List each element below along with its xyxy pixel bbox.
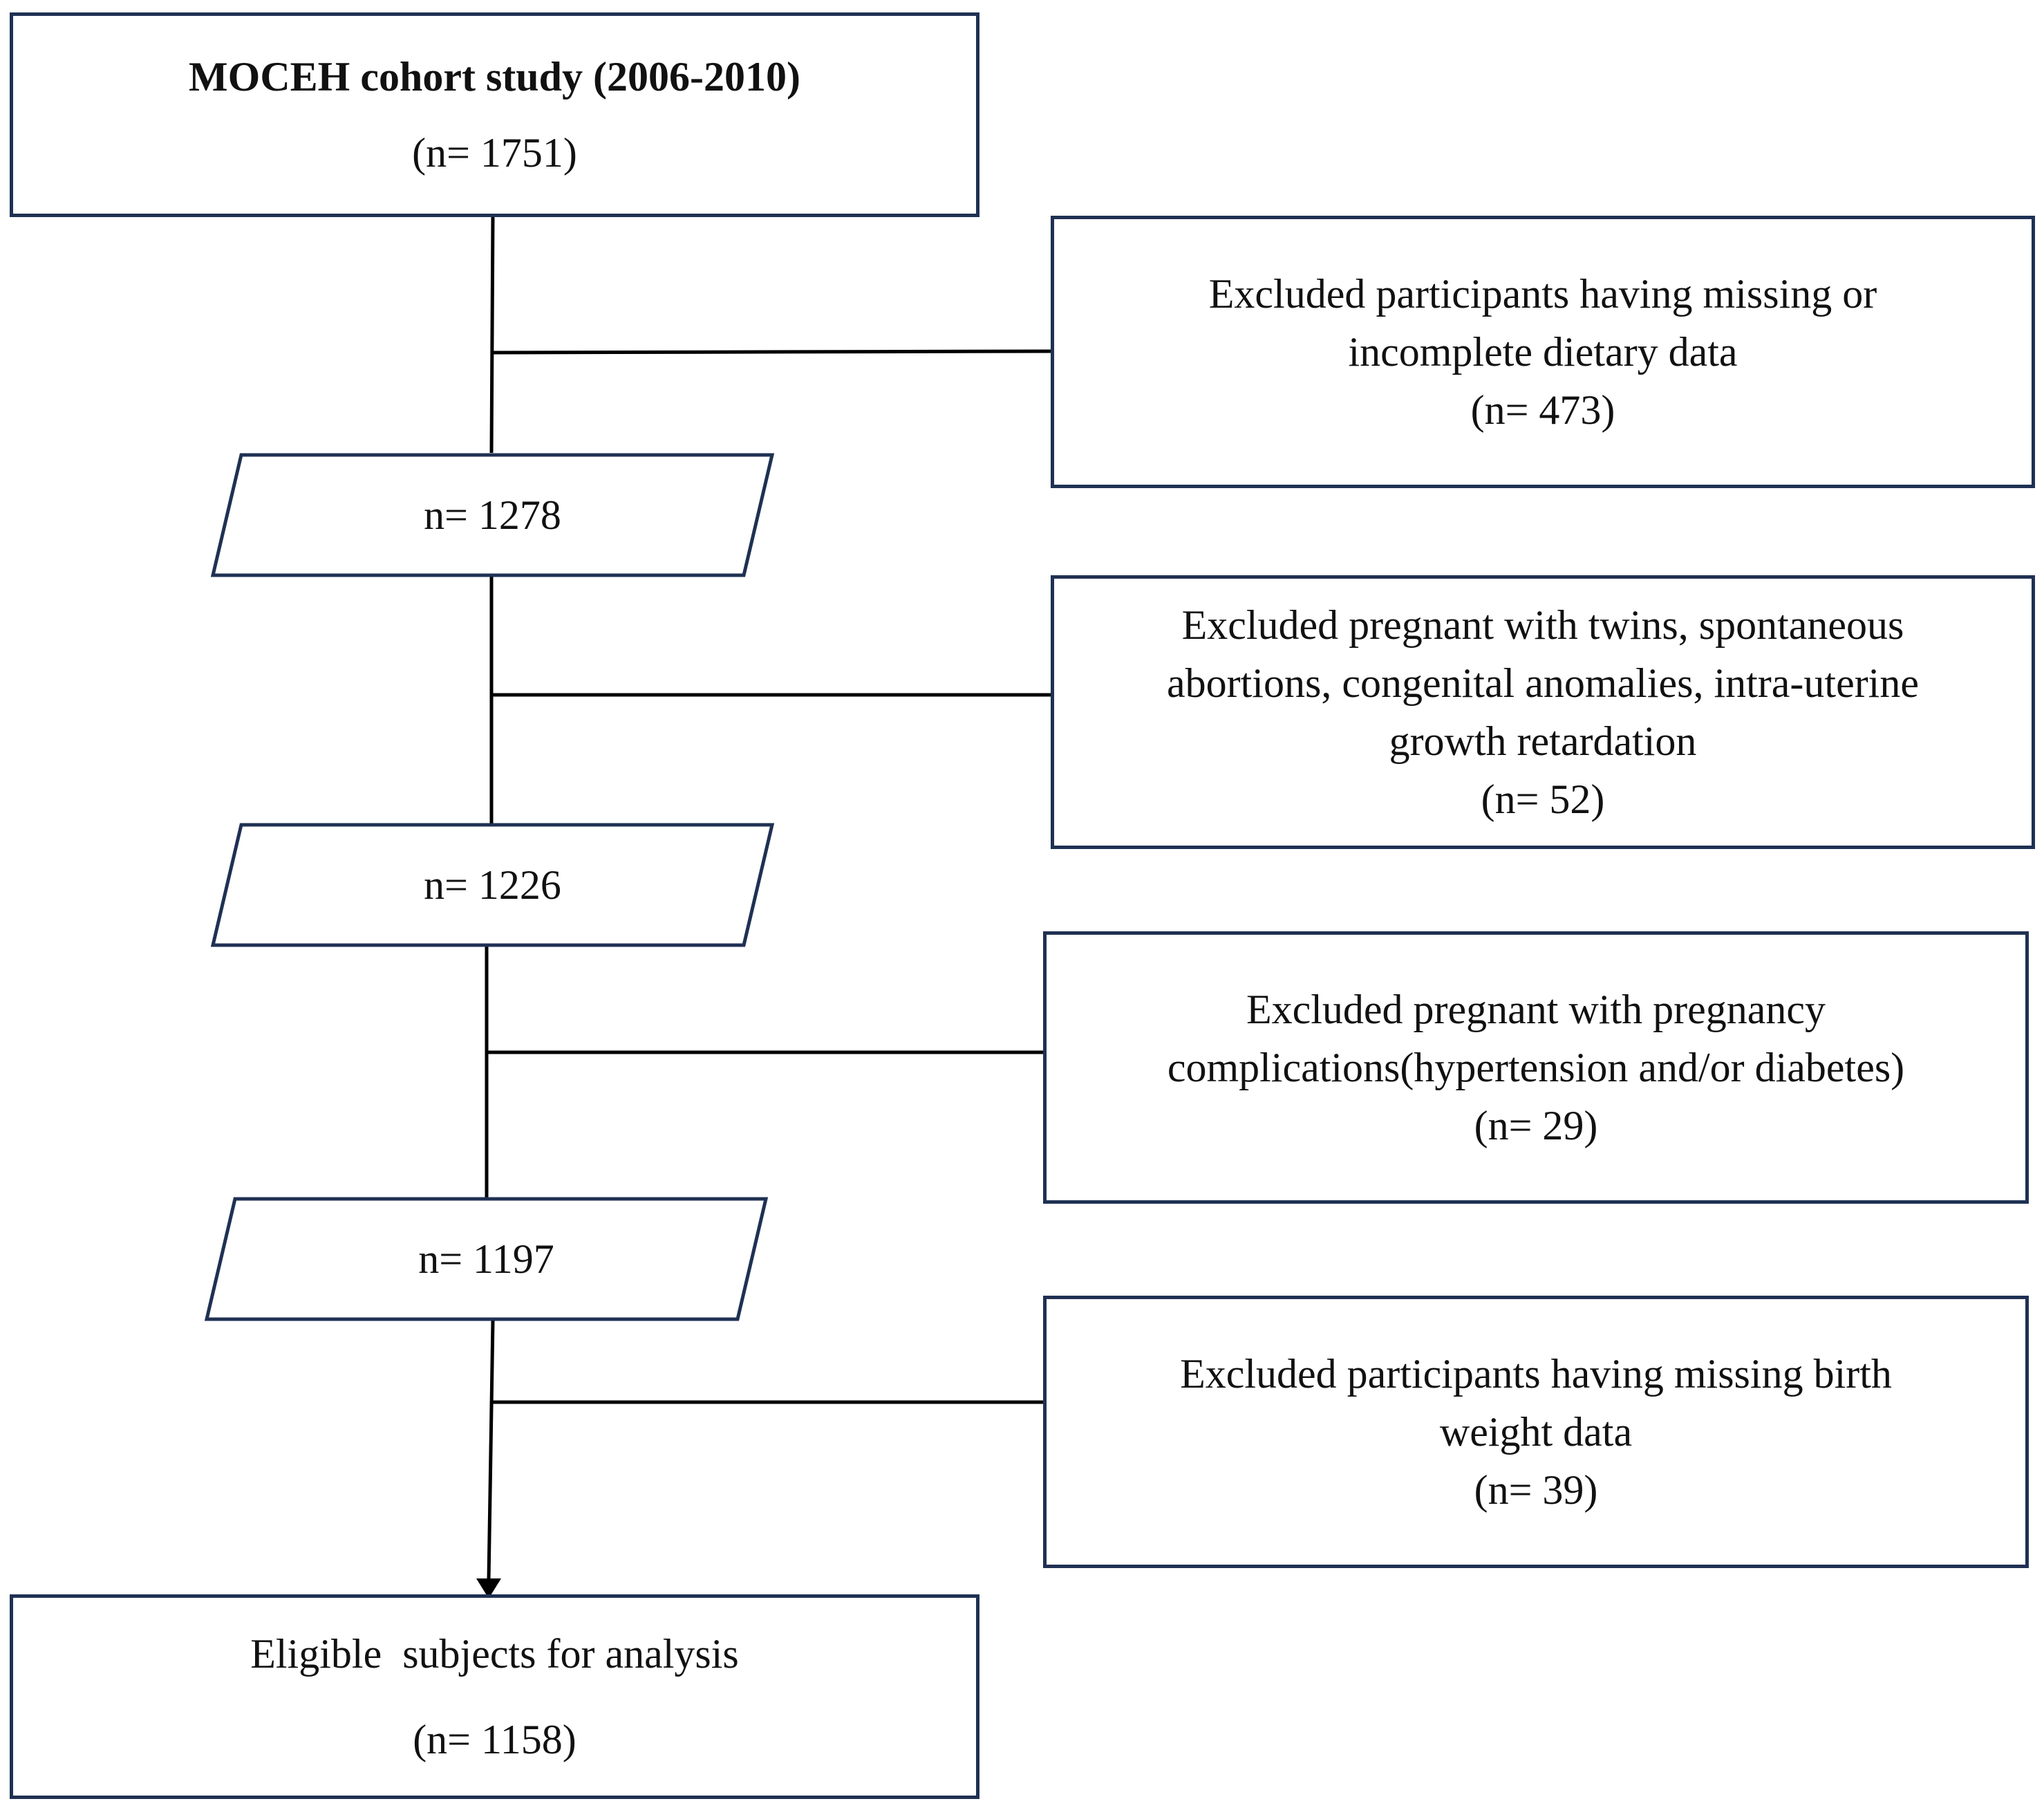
exclusion-count: (n= 39) — [1474, 1467, 1598, 1513]
exclusion-text-line: abortions, congenital anomalies, intra-u… — [1167, 660, 1919, 706]
arrowhead — [476, 1578, 501, 1599]
start-count: (n= 1751) — [412, 130, 577, 176]
start-title: MOCEH cohort study (2006-2010) — [189, 54, 800, 100]
remaining-count: n= 1197 — [418, 1236, 554, 1282]
exclusion-text-line: Excluded participants having missing bir… — [1180, 1351, 1892, 1397]
final-count: (n= 1158) — [413, 1717, 576, 1762]
exclusion-count: (n= 29) — [1474, 1103, 1598, 1148]
exclusion-count: (n= 473) — [1470, 387, 1615, 433]
exclusion-text-line: Excluded participants having missing or — [1208, 271, 1877, 317]
exclusion-text-line: growth retardation — [1389, 718, 1697, 764]
remaining-count: n= 1226 — [424, 861, 561, 908]
parallelogram-shape — [205, 1197, 768, 1321]
exclusion-text-line: complications(hypertension and/or diabet… — [1167, 1045, 1905, 1090]
trunk-line-1 — [489, 215, 495, 454]
exclusion-text-line: Excluded pregnant with pregnancy — [1246, 987, 1826, 1032]
exclusion-box-2: Excluded pregnant with twins, spontaneou… — [1051, 575, 2035, 849]
trunk-line-4 — [487, 1320, 495, 1581]
parallelogram-shape — [211, 453, 774, 577]
exclusion-box-3: Excluded pregnant with pregnancy complic… — [1043, 931, 2029, 1204]
exclusion-box-4: Excluded participants having missing bir… — [1043, 1296, 2029, 1568]
exclusion-text-line: incomplete dietary data — [1348, 329, 1738, 375]
branch-line-1 — [491, 349, 1053, 355]
exclusion-text-line: Excluded pregnant with twins, spontaneou… — [1181, 602, 1904, 648]
exclusion-count: (n= 52) — [1481, 776, 1605, 822]
remaining-count: n= 1278 — [424, 492, 561, 538]
exclusion-box-1: Excluded participants having missing or … — [1051, 216, 2035, 488]
final-box: Eligible subjects for analysis (n= 1158) — [10, 1594, 979, 1799]
start-box: MOCEH cohort study (2006-2010) (n= 1751) — [10, 12, 979, 217]
remaining-node-3: n= 1197 — [205, 1197, 768, 1321]
remaining-node-2: n= 1226 — [211, 823, 774, 947]
remaining-node-1: n= 1278 — [211, 453, 774, 577]
exclusion-text-line: weight data — [1439, 1409, 1633, 1455]
final-label: Eligible subjects for analysis — [250, 1631, 739, 1677]
parallelogram-shape — [211, 823, 774, 947]
